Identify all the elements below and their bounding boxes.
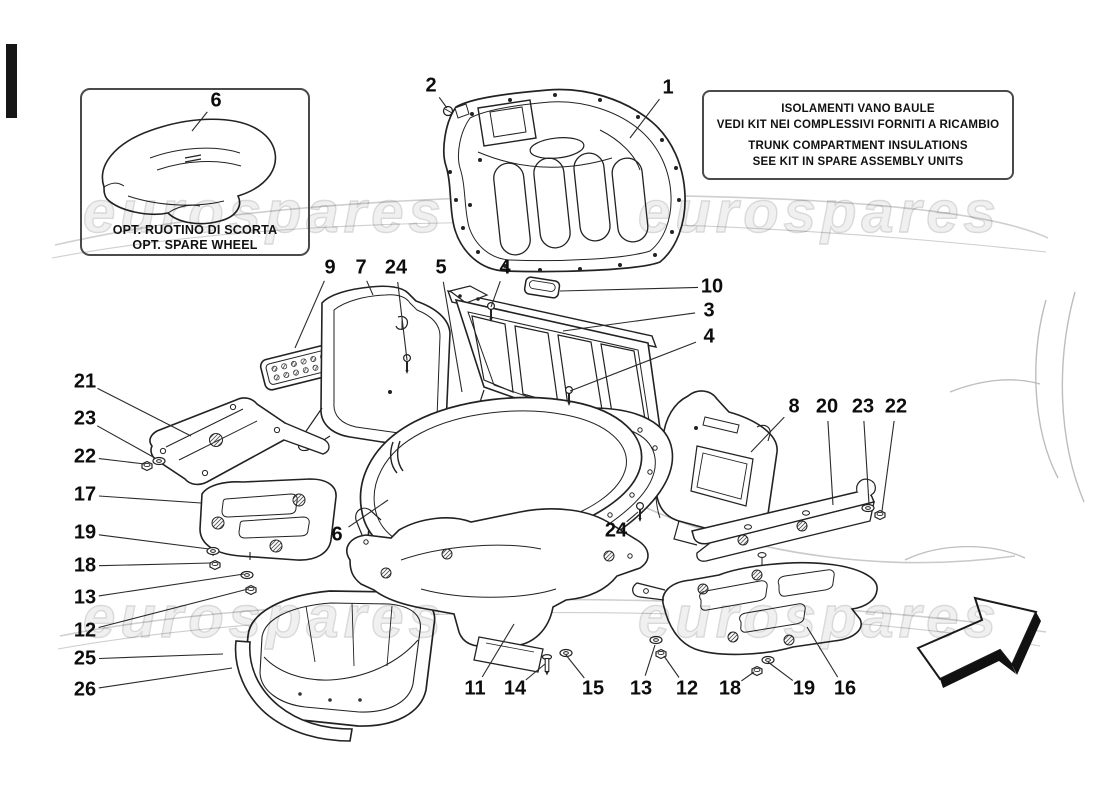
- direction-arrow: [916, 596, 1041, 688]
- leader-line-12: [663, 655, 680, 678]
- leader-line-11: [481, 623, 515, 678]
- leader-line-20: [827, 420, 834, 506]
- leader-line-19: [98, 534, 210, 550]
- leader-line-18: [741, 671, 755, 682]
- leader-line-17: [98, 495, 202, 504]
- leader-line-15: [565, 654, 585, 679]
- leader-line-16: [806, 626, 839, 678]
- leader-line-23: [96, 425, 156, 459]
- leader-line-18: [98, 562, 212, 567]
- leader-line-24: [397, 281, 408, 361]
- bulkhead-cap: [523, 276, 561, 299]
- base-plate-16: [632, 561, 878, 656]
- leader-line-6: [191, 111, 208, 132]
- front-channel: [234, 640, 353, 742]
- wheelarch-insulation: [346, 507, 649, 673]
- info-line-english-1: TRUNK COMPARTMENT INSULATIONS: [748, 140, 968, 152]
- leader-line-22: [881, 420, 895, 512]
- leader-line-19: [767, 661, 794, 682]
- spare-wheel-caption-line1: OPT. RUOTINO DI SCORTA: [112, 223, 278, 237]
- leader-line-10: [559, 286, 699, 292]
- leader-line-7: [366, 280, 374, 296]
- leader-line-21: [97, 387, 192, 437]
- leader-line-25: [98, 653, 224, 660]
- leader-line-14: [525, 663, 546, 681]
- page-edge-mark: [6, 44, 17, 118]
- leader-line-13: [98, 573, 245, 597]
- leader-line-13: [644, 644, 656, 676]
- trunk-lid-insulation-panel: [443, 88, 686, 273]
- leader-line-23: [863, 420, 870, 505]
- leader-line-24: [626, 511, 639, 523]
- leader-line-4: [569, 341, 697, 392]
- side-grille: [259, 343, 338, 391]
- support-bracket-20: [691, 478, 876, 648]
- leader-line-8: [750, 416, 785, 453]
- leader-line-26: [98, 667, 233, 689]
- leader-line-2: [438, 96, 448, 109]
- mounting-plate-17: [199, 478, 337, 561]
- leader-line-22: [98, 458, 146, 465]
- leader-line-4: [490, 281, 501, 308]
- info-line-italian-2: VEDI KIT NEI COMPLESSIVI FORNITI A RICAM…: [716, 119, 1000, 131]
- info-line-english-2: SEE KIT IN SPARE ASSEMBLY UNITS: [752, 156, 964, 168]
- callout-leader-lines: [96, 96, 895, 689]
- spare-wheel-cover: [101, 118, 277, 225]
- spare-wheel-caption: OPT. RUOTINO DI SCORTA OPT. SPARE WHEEL: [82, 223, 308, 253]
- leader-line-9: [294, 280, 325, 349]
- fastener-clip: [442, 103, 470, 119]
- info-line-italian-1: ISOLAMENTI VANO BAULE: [781, 103, 935, 115]
- leader-line-6: [348, 499, 389, 528]
- spare-wheel-caption-line2: OPT. SPARE WHEEL: [132, 238, 258, 252]
- info-box: ISOLAMENTI VANO BAULE VEDI KIT NEI COMPL…: [702, 90, 1014, 180]
- leader-line-3: [562, 312, 696, 332]
- leader-line-12: [98, 588, 249, 629]
- leader-line-5: [442, 281, 463, 393]
- spare-wheel-inset: OPT. RUOTINO DI SCORTA OPT. SPARE WHEEL: [80, 88, 310, 256]
- leader-line-1: [629, 98, 660, 139]
- left-side-panel: [297, 285, 451, 452]
